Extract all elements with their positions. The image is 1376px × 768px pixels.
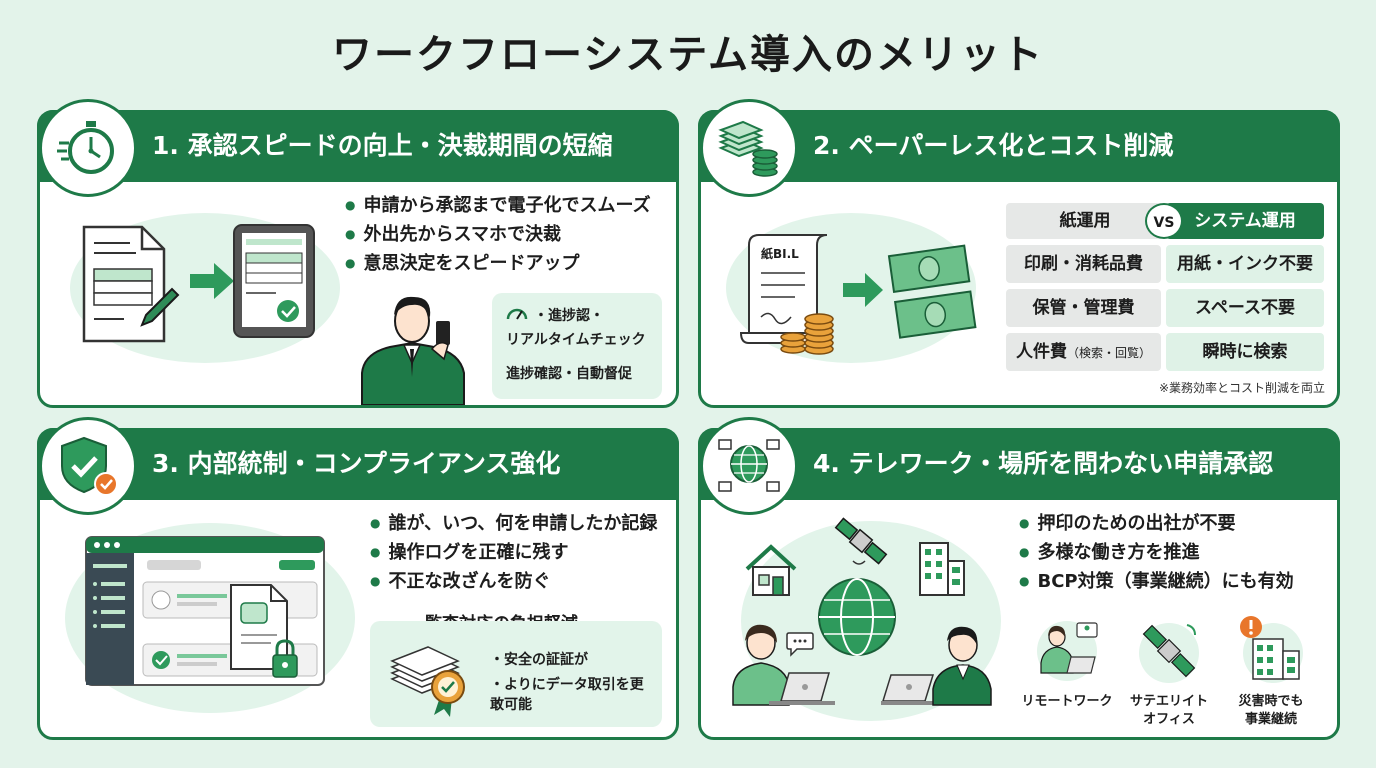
globe-devices-icon	[700, 417, 798, 515]
list-item: 操作ログを正確に残す	[370, 538, 657, 567]
house-icon	[743, 543, 799, 601]
card-title: 1. 承認スピードの向上・決裁期間の短縮	[152, 131, 613, 160]
card-title: 2. ペーパーレス化とコスト削減	[813, 131, 1174, 160]
audit-item-text: よりにデータ取引を更敢可能	[490, 677, 644, 713]
mini-label-line: 災害時でも	[1238, 694, 1304, 709]
locked-document-icon	[225, 581, 305, 685]
card-approval-speed: 1. 承認スピードの向上・決裁期間の短縮	[37, 99, 679, 409]
disaster-building-icon	[1235, 613, 1307, 689]
list-item: BCP対策（事業継続）にも有効	[1019, 567, 1293, 596]
compare-cell-system: 瞬時に検索	[1166, 333, 1324, 371]
list-item: 多様な働き方を推進	[1019, 538, 1294, 567]
office-worker-man-illustration	[881, 621, 993, 711]
compare-cell-paper: 印刷・消耗品費	[1006, 245, 1161, 283]
list-item: 外出先からスマホで決裁	[345, 220, 651, 249]
card-paperless: 2. ペーパーレス化とコスト削減 紙	[698, 99, 1340, 408]
banknotes-icon	[887, 243, 977, 347]
progress-bubble: ・進捗認・ リアルタイムチェック 進捗確認・自動督促	[492, 293, 662, 399]
list-item: 誰が、いつ、何を申請したか記録	[370, 509, 657, 538]
mini-label-line: リモートワーク	[1021, 694, 1113, 709]
chat-bubble-icon	[785, 631, 815, 661]
speedometer-icon	[506, 303, 528, 325]
card1-bullets: 申請から承認まで電子化でスムーズ 外出先からスマホで決裁 意思決定をスピードアッ…	[345, 191, 651, 278]
compare-header-system: システム運用	[1166, 203, 1324, 239]
certificate-stack-icon	[388, 635, 478, 721]
businessman-illustration	[360, 285, 470, 409]
compare-cell-system: スペース不要	[1166, 289, 1324, 327]
card-title: 4. テレワーク・場所を問わない申請承認	[813, 449, 1274, 478]
card-header: 4. テレワーク・場所を問わない申請承認	[698, 428, 1340, 500]
paper-coins-icon	[700, 99, 798, 197]
card-telework: 4. テレワーク・場所を問わない申請承認	[698, 417, 1340, 740]
page-title: ワークフローシステム導入のメリット	[332, 32, 1044, 78]
mini-label-line: サテエリイト	[1129, 694, 1208, 709]
bubble-line2: リアルタイムチェック	[506, 332, 646, 348]
mini-label-line: 事業継続	[1244, 712, 1297, 727]
footnote: ※業務効率とコスト削減を両立	[1158, 381, 1325, 395]
satellite-office-icon	[1133, 619, 1205, 691]
remote-work-icon	[1031, 619, 1103, 687]
audit-item-text: 安全の証証が	[504, 652, 588, 668]
compare-cell-text: 人件費	[1015, 342, 1067, 362]
mini-label-line: オフィス	[1143, 712, 1195, 727]
receipt-icon	[739, 233, 839, 349]
mini-label-disaster: 災害時でも 事業継続	[1221, 693, 1321, 729]
card-header: 1. 承認スピードの向上・決裁期間の短縮	[37, 110, 679, 182]
compare-cell-subtext: （検索・回覧）	[1066, 346, 1151, 360]
card4-bullets: 押印のための出社が不要 多様な働き方を推進 BCP対策（事業継続）にも有効	[1019, 509, 1294, 596]
card-header: 3. 内部統制・コンプライアンス強化	[37, 428, 679, 500]
tablet-icon	[232, 223, 316, 343]
stopwatch-icon	[39, 99, 137, 197]
coins-icon	[779, 303, 835, 359]
list-item: 申請から承認まで電子化でスムーズ	[345, 191, 650, 220]
arrow-right-icon	[190, 263, 234, 303]
list-item: 不正な改ざんを防ぐ	[370, 567, 657, 596]
globe-icon	[816, 576, 898, 662]
bubble-line3: 進捗確認・自動督促	[506, 366, 632, 382]
compare-cell-paper: 人件費（検索・回覧）	[1006, 333, 1161, 371]
mini-label-satellite: サテエリイト オフィス	[1119, 693, 1219, 729]
card-compliance: 3. 内部統制・コンプライアンス強化	[37, 417, 679, 740]
card-header: 2. ペーパーレス化とコスト削減	[698, 110, 1340, 182]
remote-worker-woman-illustration	[729, 621, 839, 711]
arrow-right-icon	[843, 273, 883, 311]
audit-panel: ・安全の証証が ・よりにデータ取引を更敢可能	[370, 621, 662, 727]
document-icon	[80, 223, 180, 352]
list-item: 意思決定をスピードアップ	[345, 249, 651, 278]
card3-bullets: 誰が、いつ、何を申請したか記録 操作ログを正確に残す 不正な改ざんを防ぐ	[370, 509, 657, 596]
receipt-label: 紙BI.L	[761, 247, 799, 261]
shield-check-icon	[39, 417, 137, 515]
mini-label-remote: リモートワーク	[1011, 693, 1123, 711]
satellite-icon	[831, 511, 891, 575]
compare-header-paper: 紙運用	[1006, 203, 1164, 239]
vs-badge: VS	[1145, 203, 1183, 239]
office-building-icon	[916, 539, 968, 601]
compare-cell-system: 用紙・インク不要	[1166, 245, 1324, 283]
compare-cell-paper: 保管・管理費	[1006, 289, 1161, 327]
audit-item: ・安全の証証が	[490, 652, 588, 668]
audit-item: ・よりにデータ取引を更敢可能	[490, 677, 644, 713]
card-title: 3. 内部統制・コンプライアンス強化	[152, 449, 561, 478]
bubble-line1: ・進捗認・	[534, 308, 604, 324]
list-item: 押印のための出社が不要	[1019, 509, 1294, 538]
